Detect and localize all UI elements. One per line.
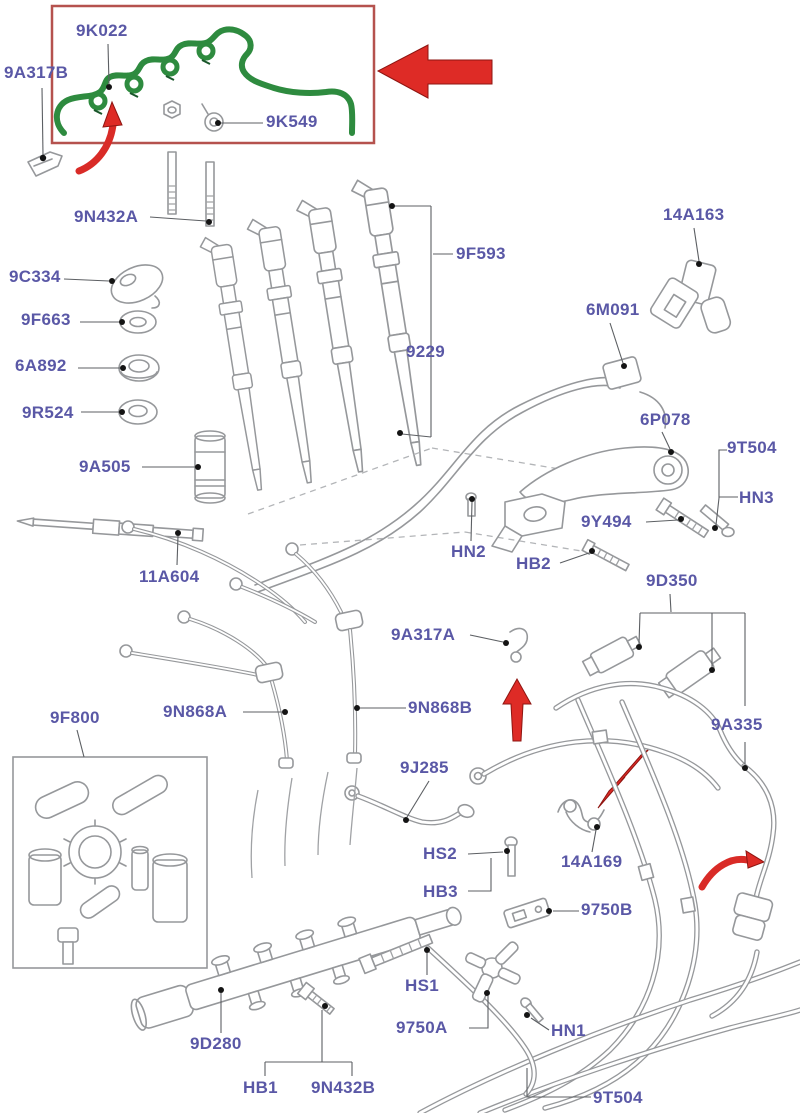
arrow-curved-up-icon [75,100,123,175]
bolt-HN1 [520,997,544,1024]
part-label-6P078: 6P078 [640,410,691,429]
part-label-9K022: 9K022 [76,21,128,40]
part-label-9750A: 9750A [396,1018,448,1037]
fuel-injectors [198,175,432,494]
part-label-9750B: 9750B [581,900,633,919]
part-label-9N432B: 9N432B [311,1078,376,1097]
bracket-9750B [503,897,551,929]
bolt-HB2 [581,538,630,572]
part-label-6A892: 6A892 [15,356,67,375]
fitting-9750A [465,941,521,1003]
harness-6M091 [254,356,667,593]
leak-off-harness [119,520,364,769]
bolt-HS1 [358,933,434,975]
washer-9F663 [119,310,157,334]
part-label-9Y494: 9Y494 [581,512,632,531]
leak-off-hose-9K022 [54,26,356,136]
part-label-HB3: HB3 [423,882,458,901]
part-label-9J285: 9J285 [400,758,449,777]
bolt-HB1-9N432B [296,981,335,1015]
part-label-14A163: 14A163 [663,205,725,224]
mount-bracket [491,493,566,553]
fuel-rail-9D280 [130,767,462,1031]
part-label-9F663: 9F663 [21,310,71,329]
part-label-9F800: 9F800 [50,708,100,727]
arrow-up-icon [502,677,532,742]
part-label-9N432A: 9N432A [74,207,139,226]
bolt-HS2 [504,836,518,877]
fuel-hoses [417,680,800,1113]
sensor-bracket-14A163 [649,259,732,334]
part-label-9A335: 9A335 [711,715,763,734]
part-label-14A169: 14A169 [561,852,623,871]
hex-nut-icon [163,100,181,119]
arrow-diagonal-icon [597,748,650,809]
connection-dots [39,84,748,1018]
sensor-9D350-a [581,635,642,677]
hose-9A335 [709,763,777,1019]
part-label-HN2: HN2 [451,542,486,561]
part-label-9R524: 9R524 [22,403,74,422]
studs-9N432A [167,151,215,227]
part-label-9T504-bottom: 9T504 [593,1088,643,1107]
part-label-11A604: 11A604 [139,567,200,586]
part-label-6M091: 6M091 [586,300,640,319]
part-label-HB2: HB2 [516,554,551,573]
part-label-HN3: HN3 [739,488,774,507]
part-label-9C334: 9C334 [9,267,61,286]
part-label-9K549: 9K549 [266,112,318,131]
part-label-9N868A: 9N868A [163,702,228,721]
arrow-curved-right-icon [698,850,766,891]
part-label-9N868B: 9N868B [408,698,473,717]
blanking-kit-9F800 [12,756,208,969]
part-label-HN1: HN1 [551,1021,586,1040]
leader-lines [41,43,746,1098]
part-label-9229: 9229 [406,342,446,361]
clamp-9C334 [110,264,164,309]
clip-9A317B [27,151,63,177]
part-label-9A317A: 9A317A [391,625,456,644]
part-label-9A317B: 9A317B [4,63,69,82]
part-label-9D280: 9D280 [190,1034,242,1053]
support-arm-6P078 [519,446,689,504]
glow-plug-11A604 [16,517,205,542]
part-label-HS2: HS2 [423,844,457,863]
part-label-9F593: 9F593 [456,244,506,263]
banjo-bolt-9K549 [201,103,224,132]
part-label-9T504-top: 9T504 [727,438,777,457]
part-label-9D350: 9D350 [646,571,698,590]
part-label-9A505: 9A505 [79,457,131,476]
seal-9R524 [118,399,158,425]
valve-cover-dashes [247,447,613,557]
pipe-9J285 [344,785,475,826]
bracket-lines-9F593 [394,205,453,438]
part-label-HS1: HS1 [405,976,439,995]
arrow-left-icon [376,44,493,99]
highlight-box [50,4,376,145]
washer-6A892 [118,354,160,382]
part-label-HB1: HB1 [243,1078,278,1097]
clip-9A317A [509,627,529,663]
bolt-9Y494 [655,497,710,539]
